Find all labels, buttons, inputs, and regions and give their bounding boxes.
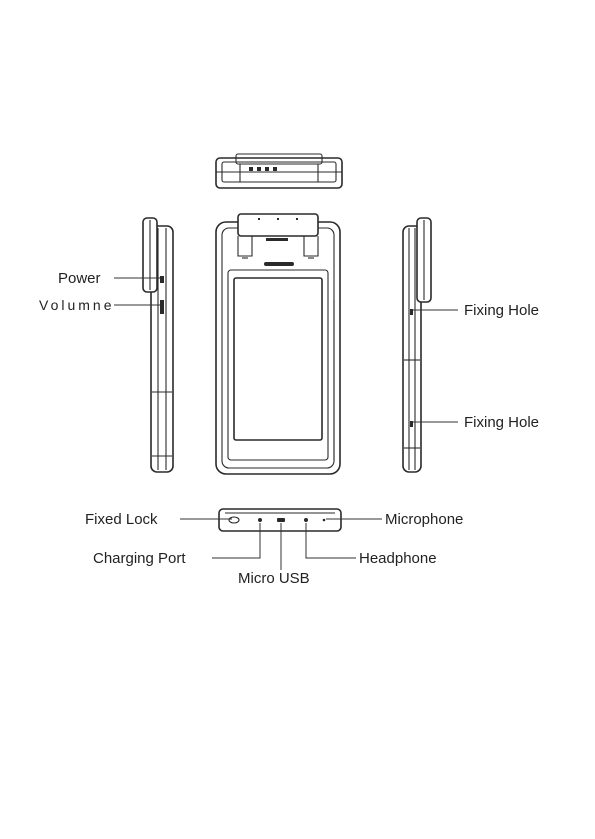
charging-port xyxy=(258,518,262,522)
device-left-side-view xyxy=(143,218,173,472)
power-label: Power xyxy=(58,270,101,287)
fixed-lock-label: Fixed Lock xyxy=(85,511,158,528)
device-top-view xyxy=(216,154,342,188)
headphone-label: Headphone xyxy=(359,550,437,567)
microphone-label: Microphone xyxy=(385,511,463,528)
volume-button xyxy=(160,300,164,314)
screen xyxy=(234,278,322,440)
device-right-side-view xyxy=(403,218,431,472)
device-bottom-view xyxy=(219,509,341,531)
micro-usb-port xyxy=(277,518,285,522)
charging-port-label: Charging Port xyxy=(93,550,186,567)
device-front-view xyxy=(216,214,340,474)
fixing-hole-bottom-label: Fixing Hole xyxy=(464,414,539,431)
earpiece xyxy=(264,262,294,266)
microphone-hole xyxy=(323,519,326,522)
volume-label: Volumne xyxy=(39,297,114,313)
power-button xyxy=(160,276,164,283)
micro-usb-label: Micro USB xyxy=(238,570,310,587)
brand-logo xyxy=(266,238,288,241)
fixing-hole-top-label: Fixing Hole xyxy=(464,302,539,319)
headphone-jack xyxy=(304,518,308,522)
